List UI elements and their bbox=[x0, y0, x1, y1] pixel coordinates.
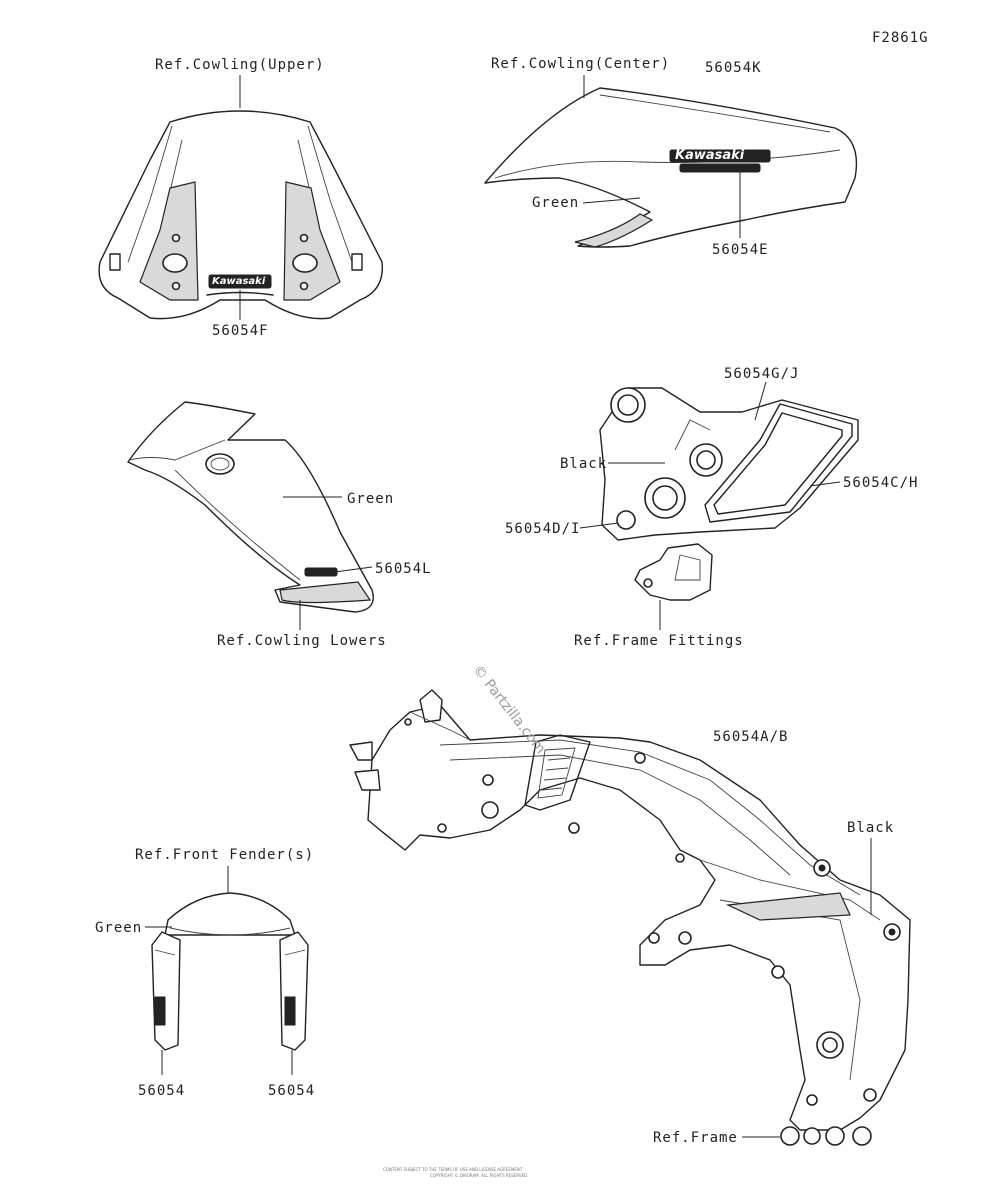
label-green-fender: Green bbox=[95, 920, 143, 936]
label-part-56054d-i: 56054D/I bbox=[505, 521, 581, 537]
footer-line-1: CONTENT SUBJECT TO THE TERMS OF USE AND … bbox=[383, 1167, 523, 1172]
label-ref-cowling-center: Ref.Cowling(Center) bbox=[491, 56, 671, 72]
label-part-56054c-h: 56054C/H bbox=[843, 475, 919, 491]
label-part-56054f: 56054F bbox=[212, 323, 269, 339]
label-ref-cowling-upper: Ref.Cowling(Upper) bbox=[155, 57, 325, 73]
label-green-center: Green bbox=[532, 195, 580, 211]
lower-cowling-drawing bbox=[127, 401, 374, 613]
label-black-frame: Black bbox=[847, 820, 895, 836]
frame-fitting-drawing bbox=[599, 387, 859, 601]
label-green-lower: Green bbox=[347, 491, 395, 507]
label-part-56054e: 56054E bbox=[712, 242, 769, 258]
label-part-56054a-b: 56054A/B bbox=[713, 729, 789, 745]
label-black-fittings: Black bbox=[560, 456, 608, 472]
center-cowling-drawing bbox=[484, 87, 858, 248]
upper-cowling-drawing bbox=[98, 110, 384, 320]
kawasaki-decal-center: Kawasaki bbox=[675, 148, 745, 163]
label-ref-front-fenders: Ref.Front Fender(s) bbox=[135, 847, 315, 863]
label-part-56054-right: 56054 bbox=[268, 1083, 316, 1099]
label-ref-frame-fittings: Ref.Frame Fittings bbox=[574, 633, 744, 649]
kawasaki-decal-upper: Kawasaki bbox=[212, 276, 266, 287]
main-frame-drawing bbox=[349, 689, 911, 1146]
figure-id: F2861G bbox=[872, 30, 929, 46]
label-part-56054l: 56054L bbox=[375, 561, 432, 577]
label-part-56054k: 56054K bbox=[705, 60, 762, 76]
label-ref-frame: Ref.Frame bbox=[653, 1130, 738, 1146]
leader-lines bbox=[145, 75, 872, 1138]
label-ref-cowling-lowers: Ref.Cowling Lowers bbox=[217, 633, 387, 649]
front-fender-drawing bbox=[151, 892, 309, 1051]
label-part-56054-left: 56054 bbox=[138, 1083, 186, 1099]
label-part-56054g-j: 56054G/J bbox=[724, 366, 800, 382]
footer-line-2: COPYRIGHT © DIAGRAM. ALL RIGHTS RESERVED bbox=[430, 1173, 528, 1178]
